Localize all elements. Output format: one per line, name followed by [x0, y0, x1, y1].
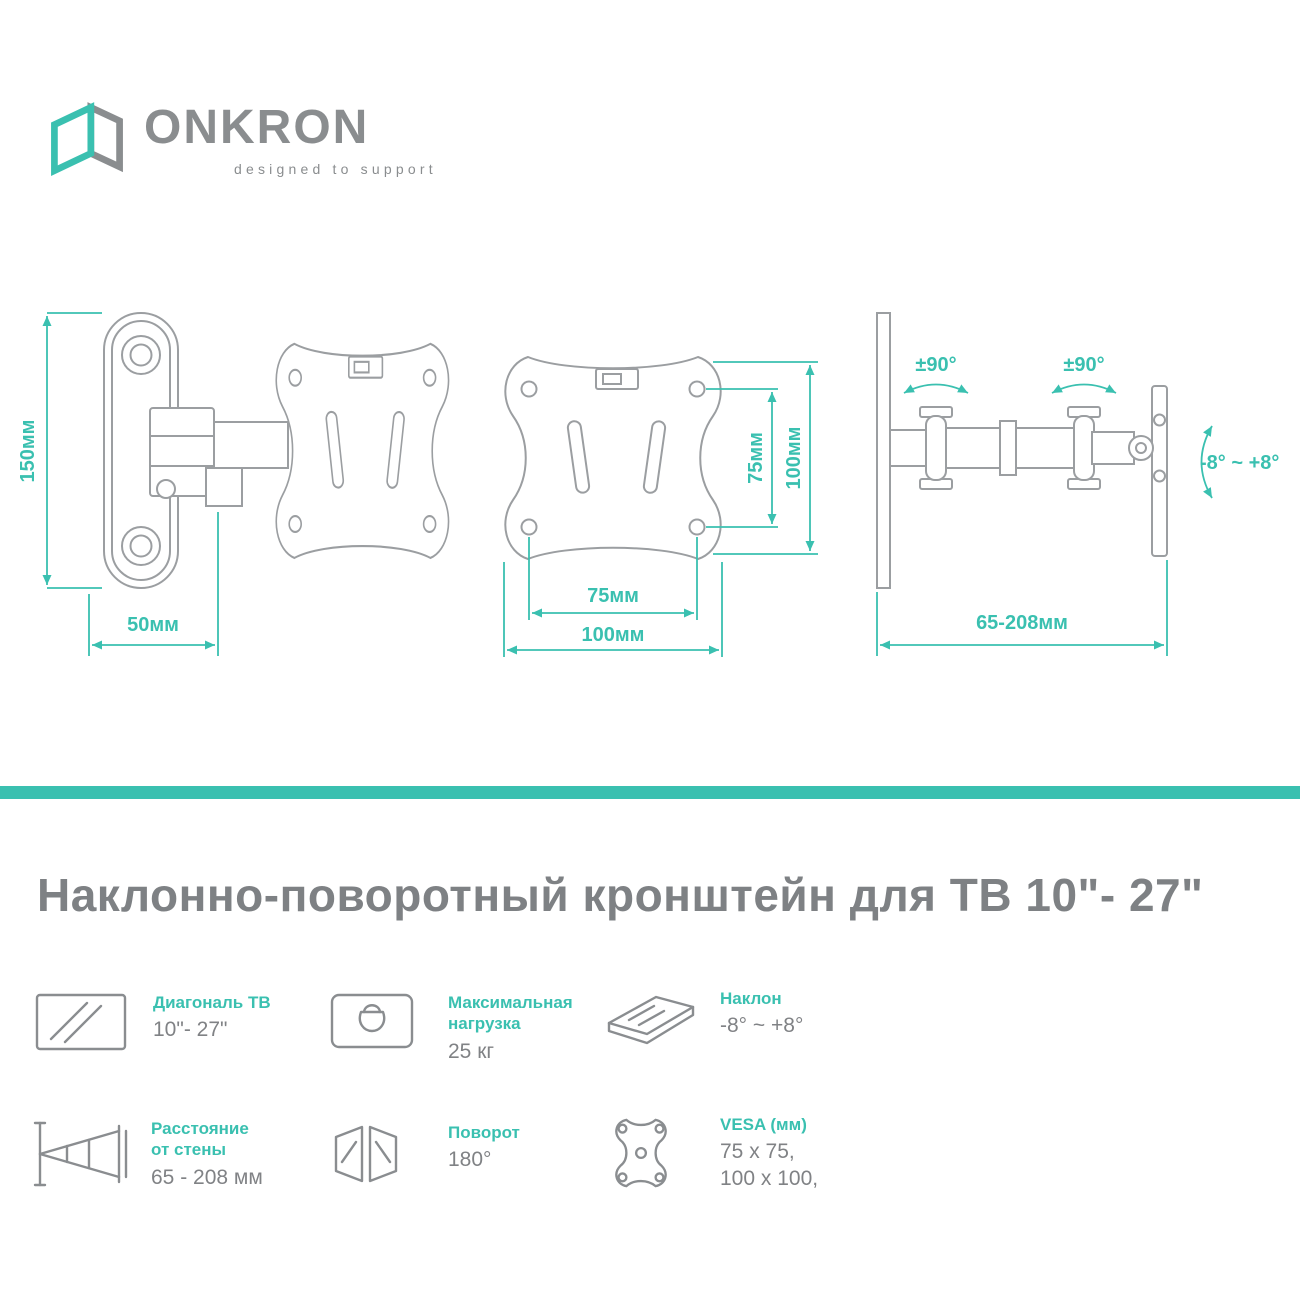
- spec-text: Поворот 180°: [448, 1122, 520, 1174]
- arm-segment: [213, 421, 289, 469]
- technical-drawings: 150мм 50мм 75мм 100мм 75мм 1: [17, 312, 1279, 657]
- spec-value: -8° ~ +8°: [720, 1014, 804, 1038]
- vesa-icon: [602, 1114, 704, 1192]
- max-load-icon: [330, 992, 432, 1050]
- wall-distance-icon: [33, 1118, 135, 1190]
- spec-value: 75 x 75, 100 x 100,: [720, 1140, 819, 1190]
- tilt-range-label: -8° ~ +8°: [1200, 452, 1279, 474]
- front-view-diagram: 75мм 100мм 75мм 100мм: [503, 356, 818, 657]
- vesa-plate-front: [504, 356, 722, 560]
- spec-swivel: Поворот 180°: [330, 1122, 520, 1190]
- spec-value: 25 кг: [448, 1039, 495, 1063]
- spec-max-load: Максимальная нагрузка 25 кг: [330, 992, 573, 1065]
- spec-label: Наклон: [720, 989, 782, 1008]
- dim-offset-label: 50мм: [127, 614, 179, 636]
- spec-wall-distance: Расстояние от стены 65 - 208 мм: [33, 1118, 263, 1191]
- spec-label: Поворот: [448, 1123, 520, 1142]
- spec-text: VESA (мм) 75 x 75, 100 x 100,: [720, 1114, 818, 1192]
- product-title: Наклонно-поворотный кронштейн для ТВ 10"…: [37, 869, 1204, 921]
- spec-tv-diagonal: Диагональ ТВ 10"- 27": [35, 992, 271, 1052]
- spec-text: Диагональ ТВ 10"- 27": [153, 992, 271, 1044]
- swivel-icon: [330, 1122, 432, 1190]
- tilt-icon: [602, 988, 704, 1052]
- accent-divider: [0, 786, 1300, 799]
- logo-text: ONKRON designed to support: [144, 100, 437, 177]
- top-view-diagram: ±90° ±90° -8° ~ +8° 65-208мм: [876, 312, 1279, 656]
- brand-tagline: designed to support: [234, 160, 437, 177]
- swivel-right-label: ±90°: [1063, 354, 1104, 376]
- spec-text: Максимальная нагрузка 25 кг: [448, 992, 573, 1065]
- spec-label: VESA (мм): [720, 1115, 807, 1134]
- swivel-left-label: ±90°: [915, 354, 956, 376]
- spec-tilt: Наклон -8° ~ +8°: [602, 988, 803, 1052]
- dim-vesa-h75-label: 75мм: [587, 585, 639, 607]
- spec-label: Расстояние от стены: [151, 1119, 249, 1160]
- spec-text: Наклон -8° ~ +8°: [720, 988, 803, 1040]
- spec-label: Максимальная нагрузка: [448, 993, 573, 1034]
- spec-vesa: VESA (мм) 75 x 75, 100 x 100,: [602, 1114, 818, 1192]
- wall-bracket: [876, 312, 891, 589]
- spec-value: 10"- 27": [153, 1018, 228, 1042]
- dim-vesa-v75-label: 75мм: [745, 432, 767, 484]
- dim-extension-label: 65-208мм: [976, 612, 1068, 634]
- tv-diagonal-icon: [35, 992, 137, 1052]
- spec-label: Диагональ ТВ: [153, 993, 271, 1012]
- spec-value: 65 - 208 мм: [151, 1165, 263, 1189]
- dim-vesa-v100-label: 100мм: [783, 427, 805, 490]
- pivot-left: [925, 415, 947, 481]
- spec-text: Расстояние от стены 65 - 208 мм: [151, 1118, 263, 1191]
- logo-cube-icon: [51, 102, 123, 176]
- dim-height-label: 150мм: [17, 420, 39, 483]
- side-view-diagram: 150мм 50мм: [17, 312, 450, 656]
- dim-vesa-h100-label: 100мм: [582, 624, 645, 646]
- logo: ONKRON designed to support: [46, 94, 437, 186]
- spec-value: 180°: [448, 1148, 492, 1172]
- brand-name: ONKRON: [144, 100, 370, 154]
- vesa-plate-side: [275, 342, 450, 560]
